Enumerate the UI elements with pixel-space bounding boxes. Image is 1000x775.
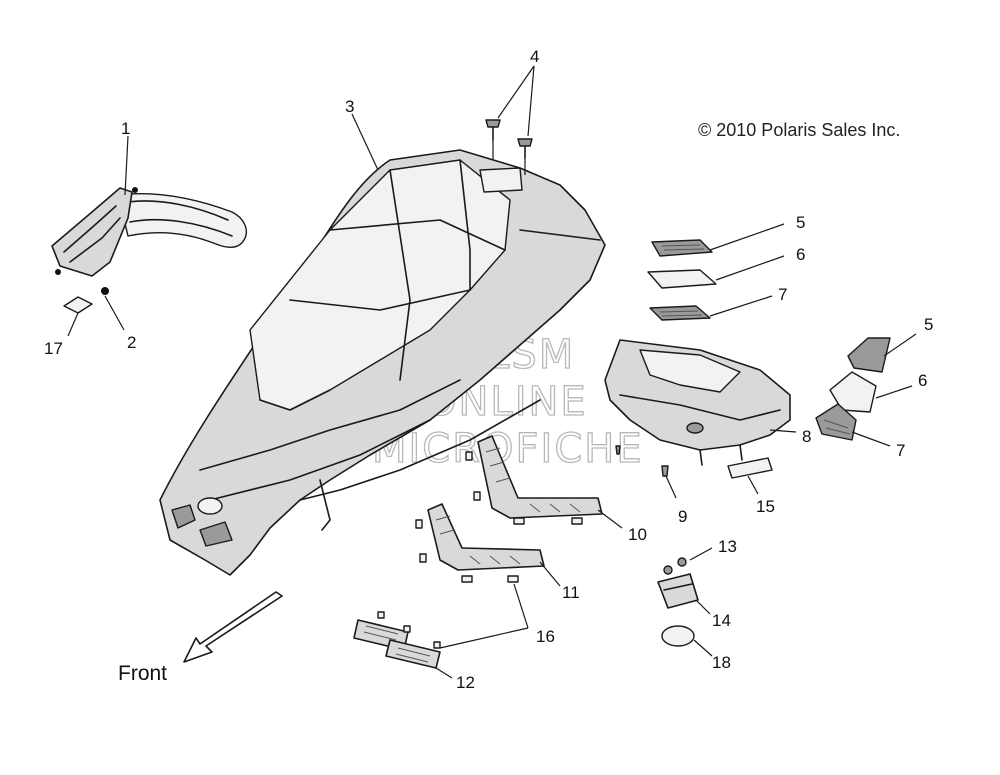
- copyright-text: © 2010 Polaris Sales Inc.: [698, 120, 900, 140]
- callout-16: 16: [536, 627, 555, 646]
- part-9-fastener: [661, 465, 669, 477]
- callout-14: 14: [712, 611, 731, 630]
- part-4-rivets: [485, 119, 533, 175]
- callout-7-right: 7: [896, 441, 905, 460]
- part-5-6-7-upper-vents: [647, 239, 717, 321]
- part-3-hood: [159, 149, 606, 576]
- part-2-clip: [101, 287, 109, 295]
- part-1-intake-duct: [51, 187, 248, 277]
- callout-numbers: 1 2 3 4 5 6 7 8 9 10 11 12 13 14 15 16 1…: [44, 47, 933, 692]
- callout-15: 15: [756, 497, 775, 516]
- part-8-console: [604, 339, 791, 466]
- callout-2: 2: [127, 333, 136, 352]
- callout-7: 7: [778, 285, 787, 304]
- callout-13: 13: [718, 537, 737, 556]
- callout-9: 9: [678, 507, 687, 526]
- watermark-line-3: MICROFICHE: [372, 426, 644, 472]
- callout-5-right: 5: [924, 315, 933, 334]
- part-15-label: [727, 457, 773, 479]
- part-13-14-18-hardware: [657, 557, 699, 647]
- part-9-fastener-b: [615, 445, 621, 455]
- callout-18: 18: [712, 653, 731, 672]
- callout-11: 11: [562, 583, 580, 602]
- callout-6-right: 6: [918, 371, 927, 390]
- callout-6: 6: [796, 245, 805, 264]
- part-12-front-vent: [353, 611, 441, 669]
- callout-3: 3: [345, 97, 354, 116]
- callout-10: 10: [628, 525, 647, 544]
- callout-5: 5: [796, 213, 805, 232]
- callout-8: 8: [802, 427, 811, 446]
- callout-1: 1: [121, 119, 130, 138]
- part-17-label: [63, 296, 93, 314]
- callout-4: 4: [530, 47, 539, 66]
- front-arrow: [183, 591, 283, 663]
- callout-12: 12: [456, 673, 475, 692]
- part-10-side-vent: [465, 435, 603, 525]
- part-11-side-vent: [415, 503, 545, 583]
- leader-lines: [67, 65, 917, 679]
- front-label: Front: [118, 662, 167, 685]
- callout-17: 17: [44, 339, 63, 358]
- part-5-6-7-right-vents: [815, 337, 891, 441]
